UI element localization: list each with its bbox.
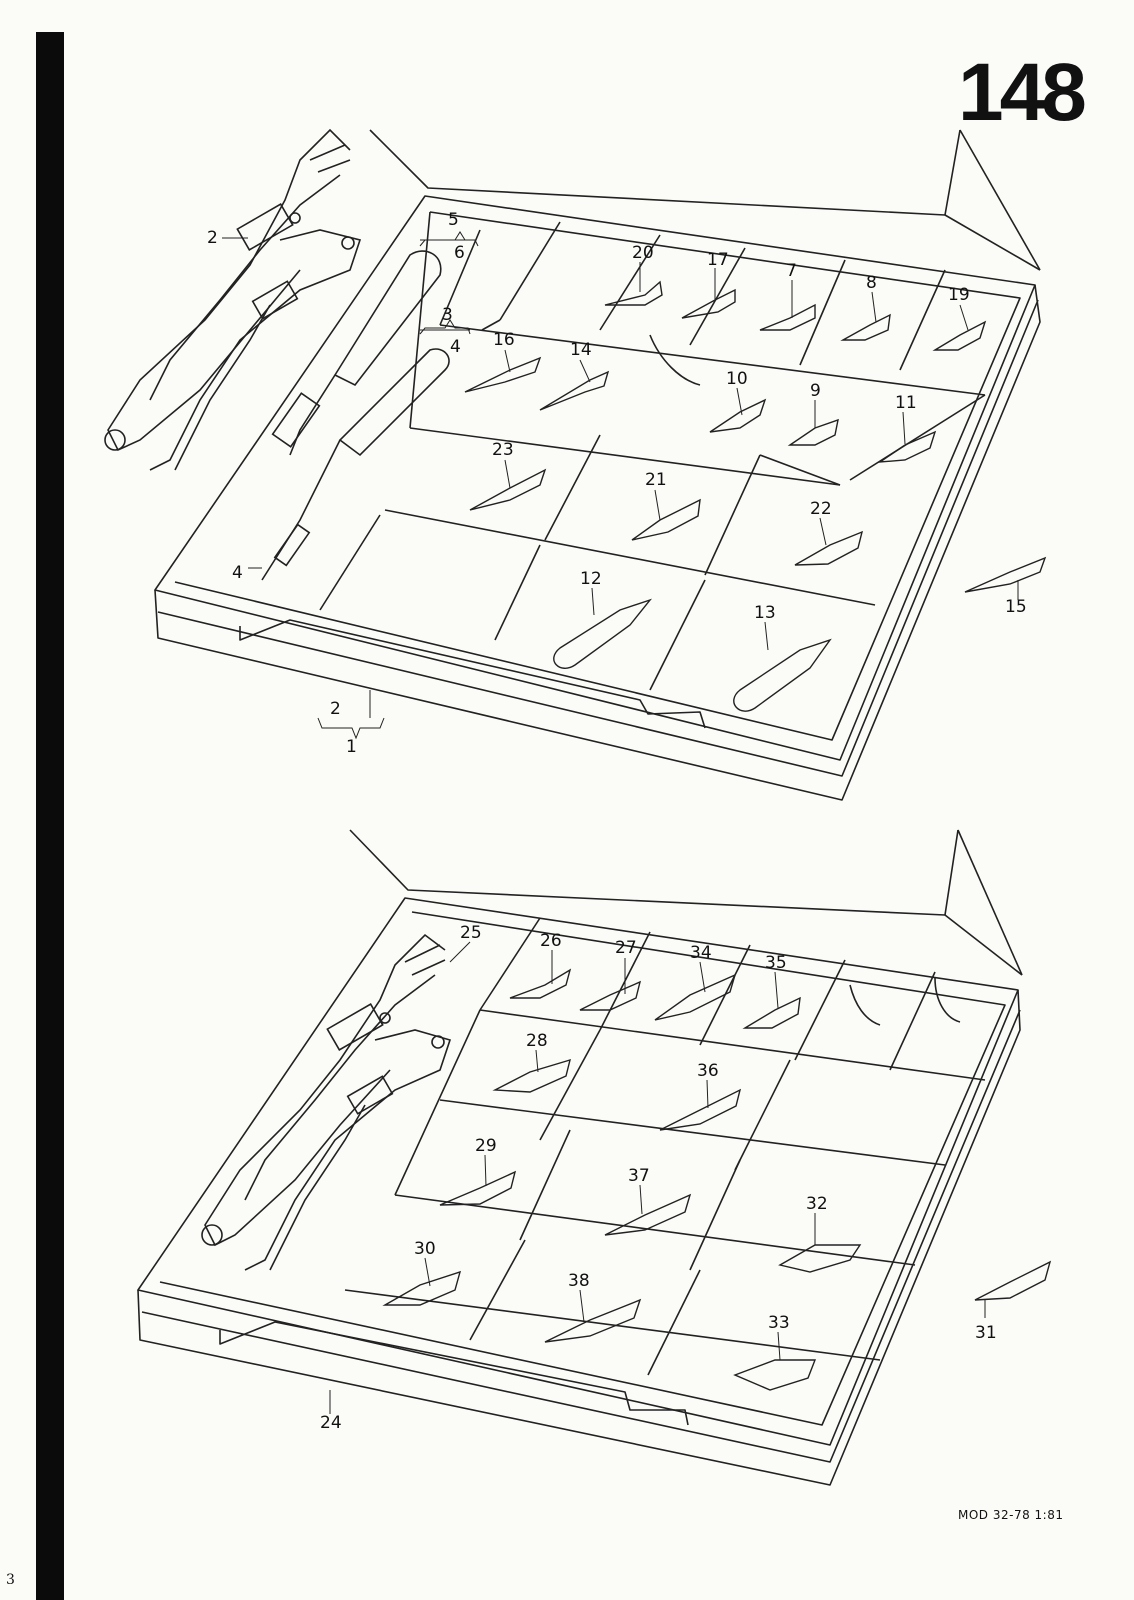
upper-callouts: 2 5 6 3 4 20 17 7 8 19 16 14 10 9 11 23 … xyxy=(207,210,1027,757)
callout-label: 16 xyxy=(493,330,515,350)
binding-strip xyxy=(36,32,64,1600)
callout-label: 11 xyxy=(895,393,917,413)
callout-label: 32 xyxy=(806,1194,828,1214)
callout-label: 24 xyxy=(320,1413,342,1433)
ejector-tools-icon xyxy=(261,250,450,581)
callout-label: 29 xyxy=(475,1136,497,1156)
lower-terminals xyxy=(382,968,1052,1391)
callout-label: 3 xyxy=(442,305,453,325)
callout-label: 14 xyxy=(570,340,592,360)
callout-label: 15 xyxy=(1005,597,1027,617)
callout-label: 2 xyxy=(207,228,218,248)
callout-label: 36 xyxy=(697,1061,719,1081)
crimping-pliers-icon xyxy=(104,128,362,471)
callout-label: 23 xyxy=(492,440,514,460)
callout-label: 31 xyxy=(975,1323,997,1343)
callout-label: 4 xyxy=(232,563,243,583)
callout-label: 35 xyxy=(765,953,787,973)
callout-label: 8 xyxy=(866,273,877,293)
callout-label: 2 xyxy=(330,699,341,719)
callout-label: 28 xyxy=(526,1031,548,1051)
crimping-pliers-lower-icon xyxy=(201,933,452,1271)
callout-label: 26 xyxy=(540,931,562,951)
callout-label: 6 xyxy=(454,243,465,263)
callout-label: 10 xyxy=(726,369,748,389)
callout-label: 1 xyxy=(346,737,357,757)
upper-leader-lines xyxy=(222,231,1019,740)
callout-label: 7 xyxy=(786,261,797,281)
callout-label: 4 xyxy=(450,337,461,357)
callout-label: 33 xyxy=(768,1313,790,1333)
callout-label: 13 xyxy=(754,603,776,623)
callout-label: 21 xyxy=(645,470,667,490)
callout-label: 30 xyxy=(414,1239,436,1259)
callout-label: 34 xyxy=(690,943,712,963)
callout-label: 19 xyxy=(948,285,970,305)
callout-label: 9 xyxy=(810,381,821,401)
callout-label: 17 xyxy=(707,250,729,270)
drawing-reference: MOD 32-78 1:81 xyxy=(958,1508,1064,1522)
lower-leader-lines xyxy=(329,941,986,1414)
lower-callouts: 25 26 27 34 35 28 36 29 37 32 30 38 33 3… xyxy=(320,923,997,1433)
callout-label: 12 xyxy=(580,569,602,589)
callout-label: 5 xyxy=(448,210,459,230)
margin-mark: 3 xyxy=(6,1572,15,1588)
callout-label: 20 xyxy=(632,243,654,263)
upper-terminals xyxy=(464,280,1047,712)
callout-label: 37 xyxy=(628,1166,650,1186)
callout-label: 22 xyxy=(810,499,832,519)
callout-label: 38 xyxy=(568,1271,590,1291)
callout-label: 27 xyxy=(615,938,637,958)
upper-parts-case xyxy=(154,129,1041,801)
callout-label: 25 xyxy=(460,923,482,943)
page-number: 148 xyxy=(958,47,1087,138)
lower-parts-case xyxy=(137,829,1023,1486)
